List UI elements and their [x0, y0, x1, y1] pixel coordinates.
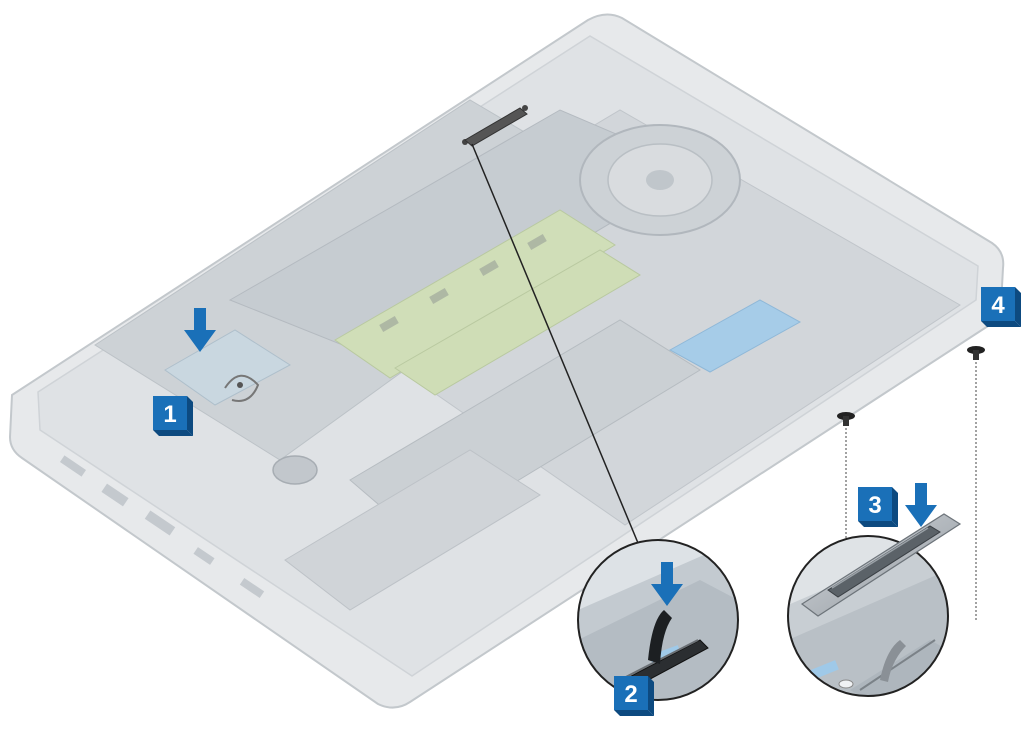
- touchpad-flex-cable: [668, 299, 802, 373]
- step-4-label: 4: [991, 292, 1005, 319]
- ssd-bracket-icon: [800, 513, 962, 617]
- step-1-badge: 1: [153, 396, 193, 436]
- speaker-area: [284, 449, 541, 611]
- down-arrow-icon: [905, 483, 937, 527]
- screw-hole: [838, 679, 854, 689]
- mylar-tab: [648, 610, 672, 664]
- bracket-location-marker: [464, 107, 528, 147]
- screw-icon: [967, 346, 985, 360]
- down-arrow-icon: [651, 562, 683, 606]
- step-4-badge: 4: [981, 287, 1021, 327]
- side-ports: [59, 455, 265, 599]
- step-2-label: 2: [624, 681, 637, 708]
- step-3-badge: 3: [858, 487, 898, 527]
- step-2-badge: 2: [614, 676, 654, 716]
- wlan-card-area: [164, 329, 291, 406]
- laptop-base: [8, 13, 1005, 709]
- step-1-label: 1: [163, 401, 176, 428]
- coin-cell-battery: [272, 455, 318, 485]
- memory-modules: [334, 209, 641, 396]
- callout-line: [471, 143, 639, 544]
- detail-circle-right: 3: [787, 483, 962, 697]
- down-arrow-icon: [184, 308, 216, 352]
- step-3-label: 3: [868, 492, 881, 519]
- screw-icon: [837, 412, 855, 426]
- detail-circle-left: 2: [577, 539, 739, 716]
- step-1-group: 1: [153, 308, 216, 436]
- cooling-fan: [579, 124, 741, 236]
